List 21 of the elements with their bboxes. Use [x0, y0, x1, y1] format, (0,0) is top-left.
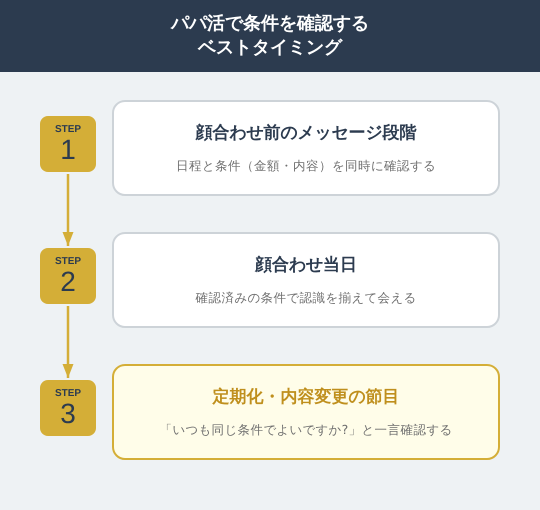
step-label: STEP: [54, 388, 82, 398]
title: パパ活で条件を確認するベストタイミング: [170, 12, 370, 60]
step-number: 3: [60, 398, 76, 428]
step-badge: [40, 380, 96, 436]
card-description: 確認済みの条件で認識を揃えて会える: [196, 289, 416, 307]
step-card: [112, 100, 500, 196]
step-card: [112, 232, 500, 328]
card-heading: 顔合わせ前のメッセージ段階: [196, 122, 416, 145]
arrow: [62, 306, 74, 378]
step-badge: [40, 116, 96, 172]
step-badge: [40, 248, 96, 304]
card-description: 日程と条件（金額・内容）を同時に確認する: [176, 157, 436, 175]
step-label: STEP: [54, 256, 82, 266]
step-number: 2: [60, 266, 76, 296]
card-heading: 顔合わせ当日: [255, 254, 357, 277]
card-heading: 定期化・内容変更の節目: [212, 386, 400, 409]
step-label: STEP: [54, 124, 82, 134]
arrow: [62, 174, 74, 246]
step-number: 1: [60, 134, 76, 164]
step-card: [112, 364, 500, 460]
card-description: 「いつも同じ条件でよいですか?」と一言確認する: [160, 421, 452, 439]
